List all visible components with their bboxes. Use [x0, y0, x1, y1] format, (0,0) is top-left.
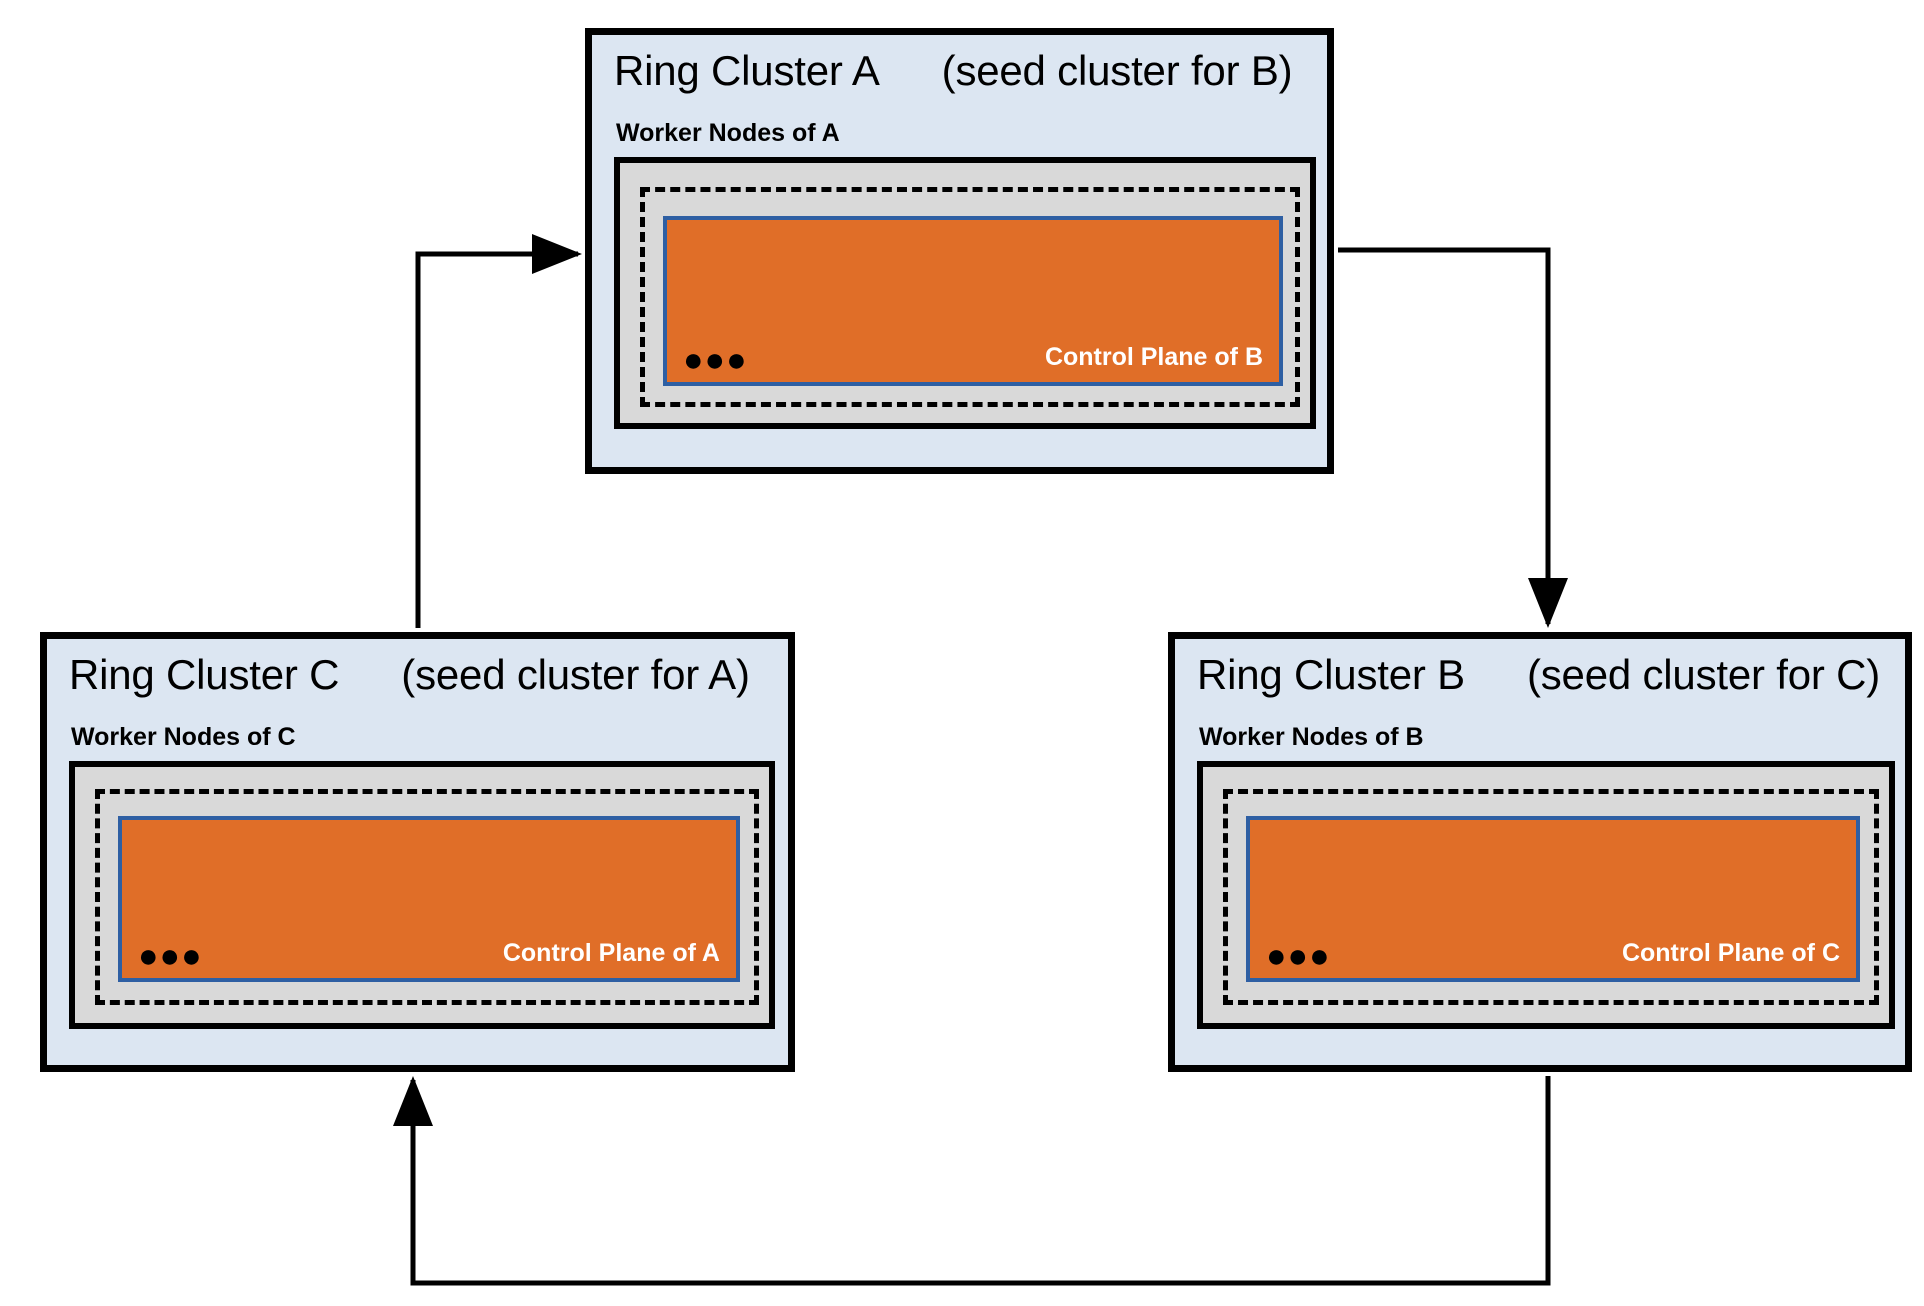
- cluster-c[interactable]: Ring Cluster C (seed cluster for A) Worke…: [40, 632, 795, 1072]
- cluster-c-worker-box[interactable]: ●●● Control Plane of A: [69, 761, 775, 1029]
- cluster-a-worker-box[interactable]: ●●● Control Plane of B: [614, 157, 1316, 429]
- arrow-c-to-a: [415, 234, 583, 628]
- cluster-b-control-plane-label: Control Plane of C: [1621, 939, 1840, 967]
- cluster-a-ellipsis-icon: ●●●: [683, 341, 748, 379]
- cluster-b-dashed-box: ●●● Control Plane of C: [1223, 789, 1879, 1005]
- cluster-a-worker-label: Worker Nodes of A: [616, 119, 840, 147]
- cluster-b-worker-box[interactable]: ●●● Control Plane of C: [1197, 761, 1895, 1029]
- cluster-c-name: Ring Cluster C: [69, 651, 340, 698]
- cluster-b-name: Ring Cluster B: [1197, 651, 1465, 698]
- cluster-a-seed-note: (seed cluster for B): [941, 47, 1293, 94]
- cluster-a-title: Ring Cluster A (seed cluster for B): [614, 47, 1293, 95]
- cluster-c-title: Ring Cluster C (seed cluster for A): [69, 651, 750, 699]
- cluster-b[interactable]: Ring Cluster B (seed cluster for C) Worke…: [1168, 632, 1912, 1072]
- cluster-c-dashed-box: ●●● Control Plane of A: [95, 789, 759, 1005]
- cluster-b-ellipsis-icon: ●●●: [1266, 937, 1331, 975]
- cluster-c-seed-note: (seed cluster for A): [401, 651, 750, 698]
- cluster-a[interactable]: Ring Cluster A (seed cluster for B) Worke…: [585, 28, 1334, 474]
- cluster-a-dashed-box: ●●● Control Plane of B: [640, 187, 1300, 407]
- cluster-b-control-plane[interactable]: ●●● Control Plane of C: [1246, 816, 1860, 982]
- cluster-b-title: Ring Cluster B (seed cluster for C): [1197, 651, 1880, 699]
- cluster-b-seed-note: (seed cluster for C): [1526, 651, 1881, 698]
- cluster-a-control-plane-label: Control Plane of B: [1044, 343, 1263, 371]
- arrow-b-to-c: [393, 1075, 1551, 1286]
- arrow-a-to-b: [1338, 247, 1568, 629]
- cluster-c-control-plane[interactable]: ●●● Control Plane of A: [118, 816, 740, 982]
- cluster-c-worker-label: Worker Nodes of C: [71, 723, 296, 751]
- cluster-b-worker-label: Worker Nodes of B: [1199, 723, 1424, 751]
- cluster-a-name: Ring Cluster A: [614, 47, 880, 94]
- cluster-c-control-plane-label: Control Plane of A: [502, 939, 720, 967]
- cluster-a-control-plane[interactable]: ●●● Control Plane of B: [663, 216, 1283, 386]
- cluster-c-ellipsis-icon: ●●●: [138, 937, 203, 975]
